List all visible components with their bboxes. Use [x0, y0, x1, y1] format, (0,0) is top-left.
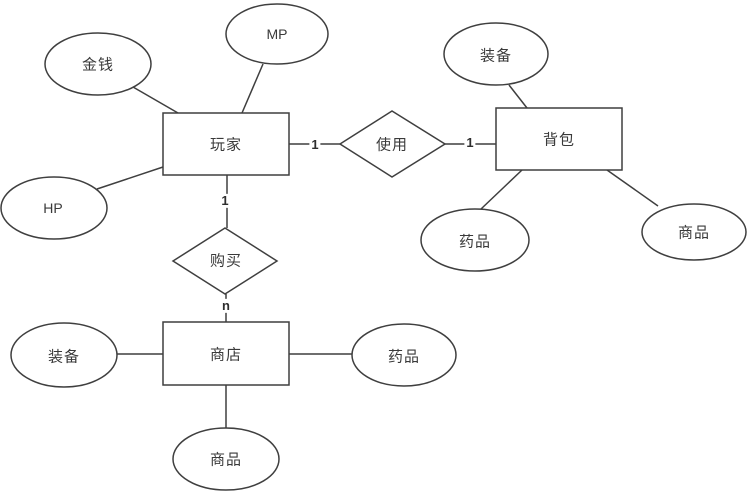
attribute-backpack-equipment-label: 装备: [479, 48, 513, 65]
connector-mp-player: [241, 63, 264, 114]
connector-equipment-backpack: [508, 84, 528, 109]
attribute-backpack-medicine-label: 药品: [458, 234, 492, 251]
relationship-buy-diamond: [171, 227, 279, 295]
entity-player-label: 玩家: [209, 137, 243, 154]
cardinality-use-backpack: 1: [464, 134, 476, 151]
cardinality-player-use: 1: [309, 136, 321, 153]
attribute-shop-equipment-label: 装备: [47, 349, 81, 366]
relationship-buy-label: 购买: [209, 253, 243, 270]
entity-shop-box: [162, 321, 290, 386]
attribute-hp-label: HP: [43, 200, 63, 216]
entity-backpack-box: [495, 107, 623, 171]
connector-money-player: [132, 86, 179, 114]
connector-hp-player: [96, 166, 164, 190]
attribute-hp-ellipse: [0, 176, 108, 240]
attribute-backpack-goods-ellipse: [641, 203, 747, 261]
attribute-mp-label: MP: [266, 26, 288, 42]
connector-backpack-medicine: [480, 169, 523, 210]
attribute-money-ellipse: [44, 32, 152, 96]
attribute-shop-goods-ellipse: [172, 427, 280, 491]
entity-player-box: [162, 112, 290, 176]
attribute-shop-goods-label: 商品: [209, 452, 243, 469]
attribute-backpack-equipment-ellipse: [443, 22, 549, 86]
relationship-use-diamond: [338, 110, 447, 178]
attribute-shop-medicine-label: 药品: [387, 349, 421, 366]
attribute-shop-equipment-ellipse: [10, 322, 118, 388]
attribute-backpack-medicine-ellipse: [420, 208, 530, 272]
attribute-money-label: 金钱: [81, 57, 115, 74]
attribute-mp-ellipse: [225, 3, 329, 65]
cardinality-buy-shop: n: [220, 297, 232, 314]
attribute-backpack-goods-label: 商品: [677, 225, 711, 242]
relationship-use-label: 使用: [375, 137, 409, 154]
cardinality-player-buy: 1: [219, 192, 231, 209]
entity-backpack-label: 背包: [542, 132, 576, 149]
entity-shop-label: 商店: [209, 347, 243, 364]
connector-backpack-goods: [606, 169, 659, 207]
attribute-shop-medicine-ellipse: [351, 323, 457, 387]
